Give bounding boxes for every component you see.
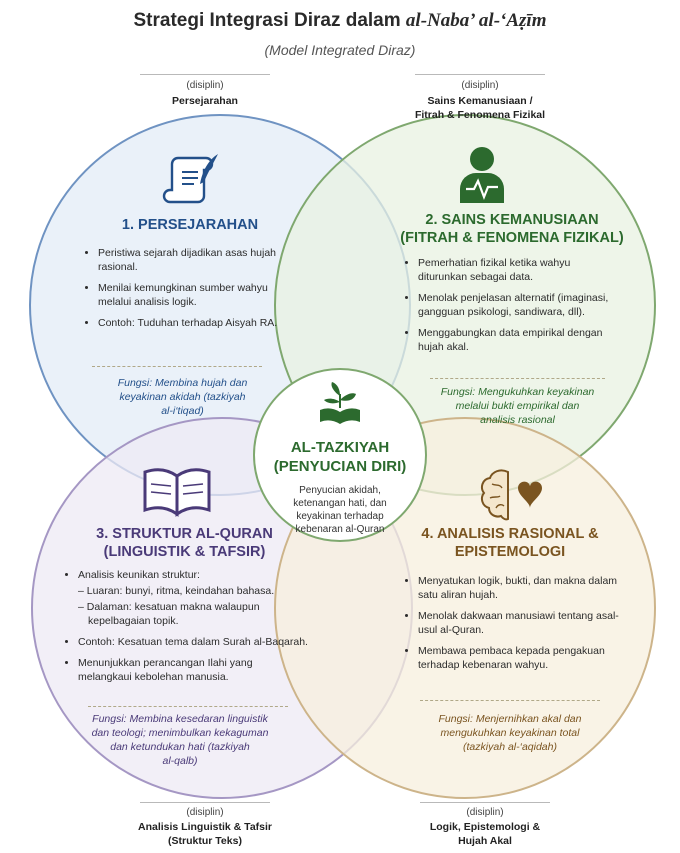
q3-function: Fungsi: Membina kesedaran linguistik dan… xyxy=(60,712,300,768)
heading-line: 2. SAINS KEMANUSIAAN xyxy=(425,212,599,228)
list-item-text: Analisis keunikan struktur: xyxy=(78,569,200,581)
function-line: al-i‘tiqad) xyxy=(161,405,204,417)
q4-heading: 4. ANALISIS RASIONAL & EPISTEMOLOGI xyxy=(400,525,620,561)
book-plant-icon xyxy=(320,382,360,424)
function-line: Fungsi: Mengukuhkan keyakinan xyxy=(440,386,595,398)
function-line: Fungsi: Membina kesedaran linguistik xyxy=(92,713,268,725)
divider xyxy=(420,802,550,803)
discipline-tag: (disiplin) xyxy=(466,807,504,818)
divider xyxy=(430,378,605,379)
heading-line: (FITRAH & FENOMENA FIZIKAL) xyxy=(400,230,624,246)
heading-line: 4. ANALISIS RASIONAL & xyxy=(421,526,599,542)
discipline-bottom-left-2: (Struktur Teks) xyxy=(168,835,242,847)
divider xyxy=(140,802,270,803)
discipline-top-right-2: Fitrah & Fenomena Fizikal xyxy=(414,109,546,121)
heading-line: 3. STRUKTUR AL-QURAN xyxy=(96,526,273,542)
function-line: dan teologi; menimbulkan kekaguman xyxy=(91,727,269,739)
function-line: (tazkiyah al-‘aqidah) xyxy=(463,741,557,753)
list-item: Menilai kemungkinan sumber wahyu melalui… xyxy=(98,281,288,309)
q4-points: Menyatukan logik, bukti, dan makna dalam… xyxy=(404,574,626,679)
function-line: Fungsi: Menjernihkan akal dan xyxy=(438,713,582,725)
heading-line: (LINGUISTIK & TAFSIR) xyxy=(103,544,266,560)
list-item: Contoh: Kesatuan tema dalam Surah al-Baq… xyxy=(78,635,308,649)
brain-heart-icon xyxy=(480,469,542,521)
function-line: Fungsi: Membina hujah dan xyxy=(117,377,248,389)
list-item: Menolak penjelasan alternatif (imaginasi… xyxy=(418,291,618,319)
list-item: Menyatukan logik, bukti, dan makna dalam… xyxy=(418,574,626,602)
list-item: Peristiwa sejarah dijadikan asas hujah r… xyxy=(98,246,288,274)
heading-line: EPISTEMOLOGI xyxy=(454,544,566,560)
heading-line: AL-TAZKIYAH xyxy=(290,439,390,456)
divider xyxy=(140,74,270,75)
list-item: Menunjukkan perancangan Ilahi yang melan… xyxy=(78,656,308,684)
function-line: dan ketundukan hati (tazkiyah xyxy=(110,741,250,753)
list-item: Membawa pembaca kepada pengakuan terhada… xyxy=(418,644,626,672)
page-subtitle: (Model Integrated Diraz) xyxy=(264,42,416,58)
discipline-tag: (disiplin) xyxy=(186,80,224,91)
person-heartbeat-icon xyxy=(460,147,504,203)
discipline-top-left: Persejarahan xyxy=(172,95,238,107)
discipline-bottom-left-1: Analisis Linguistik & Tafsir xyxy=(138,821,272,833)
sublist-item: – Dalaman: kesatuan makna walaupun kepel… xyxy=(78,601,260,627)
heading-line: (PENYUCIAN DIRI) xyxy=(273,458,407,475)
list-item: Menggabungkan data empirikal dengan huja… xyxy=(418,326,618,354)
q1-points: Peristiwa sejarah dijadikan asas hujah r… xyxy=(84,246,288,337)
function-line: analisis rasional xyxy=(480,414,555,426)
function-line: melalui bukti empirikal dan xyxy=(455,400,580,412)
q2-function: Fungsi: Mengukuhkan keyakinan melalui bu… xyxy=(410,385,625,427)
function-line: al-qalb) xyxy=(162,755,198,767)
divider xyxy=(92,366,262,367)
discipline-tag: (disiplin) xyxy=(186,807,224,818)
divider xyxy=(420,700,600,701)
q3-heading: 3. STRUKTUR AL-QURAN (LINGUISTIK & TAFSI… xyxy=(72,525,297,561)
sublist: – Luaran: bunyi, ritma, keindahan bahasa… xyxy=(78,584,308,628)
discipline-bottom-right-2: Hujah Akal xyxy=(458,835,512,847)
discipline-tag: (disiplin) xyxy=(461,80,499,91)
q4-function: Fungsi: Menjernihkan akal dan mengukuhka… xyxy=(400,712,620,754)
open-book-icon xyxy=(143,468,211,517)
q2-heading: 2. SAINS KEMANUSIAAN (FITRAH & FENOMENA … xyxy=(392,211,632,247)
q1-function: Fungsi: Membina hujah dan keyakinan akid… xyxy=(80,376,285,418)
sublist-item: – Luaran: bunyi, ritma, keindahan bahasa… xyxy=(78,585,275,597)
discipline-top-right-1: Sains Kemanusiaan / xyxy=(427,95,533,107)
divider xyxy=(88,706,288,707)
q2-points: Pemerhatian fizikal ketika wahyu diturun… xyxy=(404,256,618,361)
list-item: Analisis keunikan struktur: – Luaran: bu… xyxy=(78,568,308,628)
q3-points: Analisis keunikan struktur: – Luaran: bu… xyxy=(64,568,308,691)
center-heading: AL-TAZKIYAH (PENYUCIAN DIRI) xyxy=(262,438,418,476)
function-line: mengukuhkan keyakinan total xyxy=(440,727,580,739)
list-item: Menolak dakwaan manusiawi tentang asal-u… xyxy=(418,609,626,637)
center-text: Penyucian akidah, ketenangan hati, dan k… xyxy=(293,485,387,535)
scroll-quill-icon xyxy=(162,154,218,204)
divider xyxy=(415,74,545,75)
list-item: Contoh: Tuduhan terhadap Aisyah RA. xyxy=(98,316,288,330)
list-item: Pemerhatian fizikal ketika wahyu diturun… xyxy=(418,256,618,284)
discipline-bottom-right-1: Logik, Epistemologi & xyxy=(429,821,541,833)
page-title: Strategi Integrasi Diraz dalam al-Naba’ … xyxy=(133,10,547,31)
circle-al-tazkiyah xyxy=(253,368,427,542)
q1-heading: 1. PERSEJARAHAN xyxy=(121,217,259,233)
function-line: keyakinan akidah (tazkiyah xyxy=(119,391,246,403)
